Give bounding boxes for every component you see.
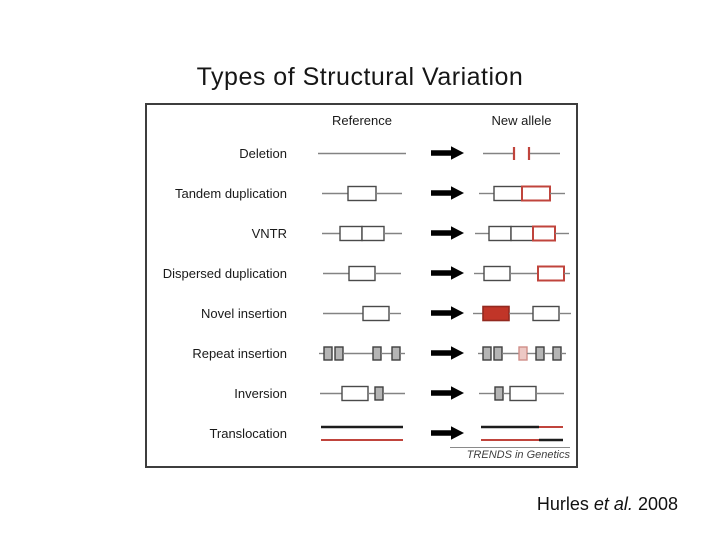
figure-row: Deletion — [147, 133, 576, 173]
reference-diagram — [295, 260, 429, 287]
journal-caption-wrap: TRENDS in Genetics — [450, 445, 570, 463]
new-allele-diagram — [467, 300, 576, 327]
arrow-icon — [429, 345, 467, 361]
new-allele-diagram — [467, 180, 576, 207]
column-header-row: Reference New allele — [147, 107, 576, 133]
arrow-right-icon — [431, 146, 464, 160]
new-allele-diagram — [467, 380, 576, 407]
arrow-icon — [429, 305, 467, 321]
figure-row: Repeat insertion — [147, 333, 576, 373]
new-allele-diagram — [467, 340, 576, 367]
new-allele-diagram — [467, 420, 576, 447]
arrow-right-icon — [431, 266, 464, 280]
citation-etal: et al. — [593, 494, 633, 514]
row-label: Tandem duplication — [174, 185, 287, 201]
new-allele-diagram — [467, 220, 576, 247]
reference-diagram — [295, 340, 429, 367]
journal-caption: TRENDS in Genetics — [450, 447, 570, 461]
figure-row: Inversion — [147, 373, 576, 413]
row-label: Inversion — [234, 385, 287, 401]
reference-diagram — [295, 220, 429, 247]
reference-diagram — [295, 140, 429, 167]
figure-row: VNTR — [147, 213, 576, 253]
reference-diagram — [295, 180, 429, 207]
row-label: Deletion — [239, 145, 287, 161]
arrow-icon — [429, 385, 467, 401]
reference-diagram — [295, 420, 429, 447]
figure-row: Translocation — [147, 413, 576, 453]
column-header-new-allele: New allele — [491, 112, 552, 128]
reference-diagram — [295, 380, 429, 407]
new-allele-diagram — [467, 260, 576, 287]
arrow-icon — [429, 265, 467, 281]
row-label: VNTR — [251, 225, 287, 241]
reference-diagram — [295, 300, 429, 327]
arrow-icon — [429, 185, 467, 201]
row-label: Translocation — [209, 425, 287, 441]
arrow-right-icon — [431, 346, 464, 360]
figure-row: Novel insertion — [147, 293, 576, 333]
arrow-right-icon — [431, 386, 464, 400]
page-title: Types of Structural Variation — [196, 63, 524, 91]
arrow-icon — [429, 145, 467, 161]
citation: Hurles et al. 2008 — [537, 494, 678, 515]
arrow-right-icon — [431, 186, 464, 200]
column-header-reference: Reference — [332, 112, 392, 128]
figure-row: Dispersed duplication — [147, 253, 576, 293]
arrow-right-icon — [431, 426, 464, 440]
citation-author: Hurles — [536, 494, 589, 514]
new-allele-diagram — [467, 140, 576, 167]
arrow-icon — [429, 425, 467, 441]
arrow-right-icon — [431, 306, 464, 320]
row-label: Dispersed duplication — [162, 265, 287, 281]
arrow-icon — [429, 225, 467, 241]
citation-year: 2008 — [637, 494, 678, 514]
row-label: Novel insertion — [201, 305, 287, 321]
arrow-right-icon — [431, 226, 464, 240]
figure-row: Tandem duplication — [147, 173, 576, 213]
row-label: Repeat insertion — [192, 345, 287, 361]
